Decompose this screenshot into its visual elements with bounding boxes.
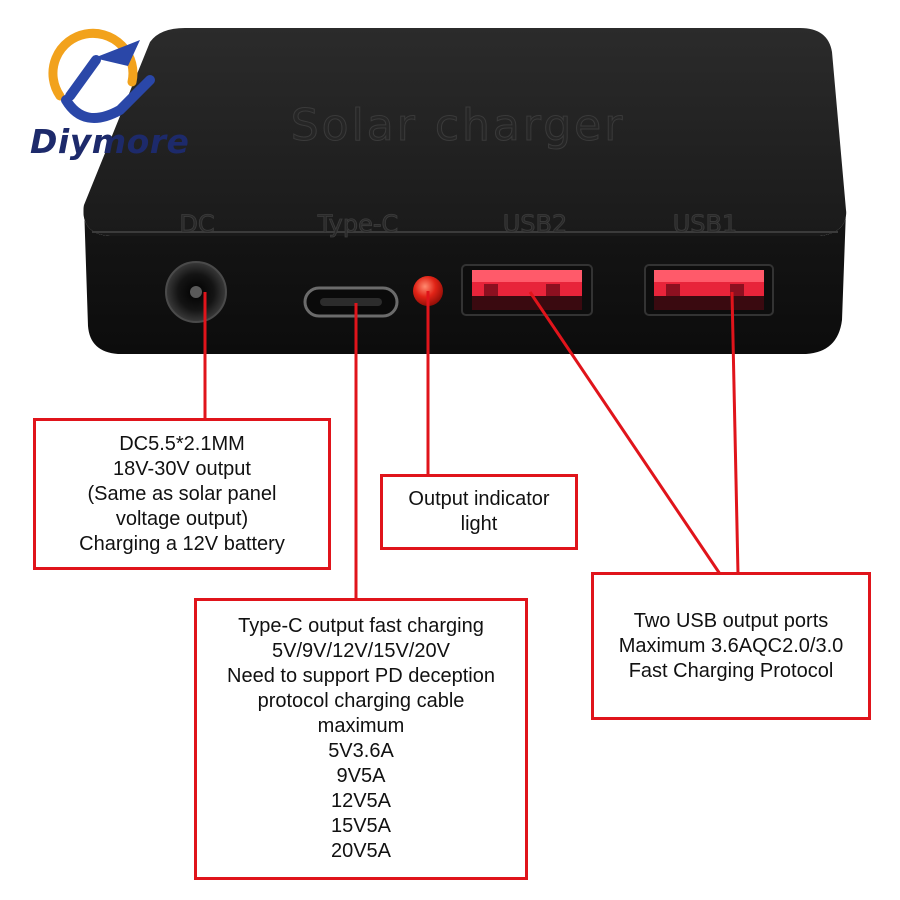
callout-indicator-line: Output indicator xyxy=(408,488,550,510)
dc-jack xyxy=(165,261,227,323)
embossed-title: Solar charger xyxy=(291,100,626,151)
leader-line-usb2 xyxy=(528,291,722,575)
callout-indicator: Output indicator light xyxy=(380,474,578,550)
callout-dc-line: (Same as solar panel xyxy=(87,482,277,505)
callout-typec-line: Need to support PD deception xyxy=(227,665,495,687)
callout-typec-line: 5V3.6A xyxy=(328,740,394,762)
callout-typec-line: 9V5A xyxy=(336,765,386,787)
callout-usb-line: Two USB output ports xyxy=(633,609,829,632)
device-top-face xyxy=(83,28,847,236)
callout-dc-line: voltage output) xyxy=(115,507,249,530)
callout-indicator-line: light xyxy=(460,513,498,535)
callout-dc-line: DC5.5*2.1MM xyxy=(119,432,245,455)
callout-typec-line: maximum xyxy=(317,715,405,737)
diymore-logo-icon xyxy=(48,28,155,123)
usb2-port xyxy=(461,264,593,316)
callout-usb: Two USB output ports Maximum 3.6AQC2.0/3… xyxy=(591,572,871,720)
callout-typec-line: Type-C output fast charging xyxy=(238,615,484,637)
solar-charger-device: Solar charger DC Type-C USB2 USB1 xyxy=(83,28,847,354)
port-label-typec: Type-C xyxy=(317,210,399,238)
callout-usb-line: Maximum 3.6AQC2.0/3.0 xyxy=(618,634,844,657)
callout-typec-line: protocol charging cable xyxy=(257,690,465,712)
usb1-port xyxy=(644,264,774,316)
callout-typec: Type-C output fast charging 5V/9V/12V/15… xyxy=(194,598,528,880)
callout-dc-line: 18V-30V output xyxy=(113,457,251,480)
callout-typec-line: 12V5A xyxy=(330,790,392,812)
brand-name: Diymore xyxy=(30,122,190,161)
port-label-usb1: USB1 xyxy=(673,210,738,238)
callout-typec-line: 20V5A xyxy=(330,840,392,862)
callout-typec-line: 15V5A xyxy=(330,815,392,837)
leader-lines xyxy=(203,291,740,600)
port-label-usb2: USB2 xyxy=(503,210,568,238)
callout-dc-line: Charging a 12V battery xyxy=(79,532,285,555)
port-label-dc: DC xyxy=(179,210,214,238)
callout-typec-line: 5V/9V/12V/15V/20V xyxy=(272,640,450,662)
callout-dc: DC5.5*2.1MM 18V-30V output (Same as sola… xyxy=(33,418,331,570)
leader-line-usb1 xyxy=(730,291,740,575)
typec-port xyxy=(303,286,399,318)
callout-usb-line: Fast Charging Protocol xyxy=(628,659,834,682)
